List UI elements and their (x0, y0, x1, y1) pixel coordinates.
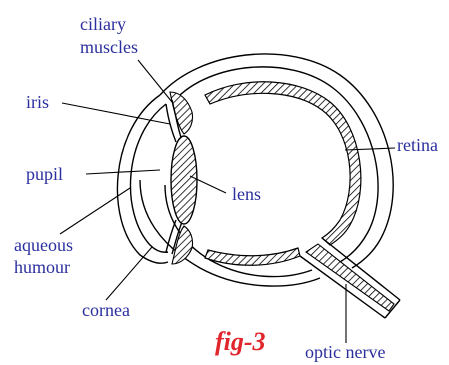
pupil-label: pupil (26, 164, 63, 184)
retina-label: retina (397, 135, 438, 155)
figure-caption: fig-3 (215, 327, 266, 356)
lens-label: lens (232, 184, 261, 204)
optic-nerve-label: optic nerve (305, 342, 385, 362)
ciliary-muscle-upper (170, 92, 193, 134)
iris-leader (62, 103, 170, 124)
cornea-leader (106, 247, 152, 300)
retina-lower-band (205, 248, 300, 265)
ciliary-leader (138, 60, 172, 102)
lens-shape (171, 136, 197, 224)
aqueous-label-line1: aqueous (14, 235, 73, 255)
retina-band (205, 82, 361, 245)
ciliary-label-line2: muscles (80, 37, 138, 57)
cornea-label: cornea (82, 300, 130, 320)
aqueous-label-line2: humour (14, 257, 70, 277)
cornea-inner (130, 104, 168, 252)
ciliary-label-line1: ciliary (80, 14, 126, 34)
cornea-outer (117, 95, 168, 263)
pupil-leader (86, 170, 160, 174)
iris-label: iris (26, 92, 49, 112)
